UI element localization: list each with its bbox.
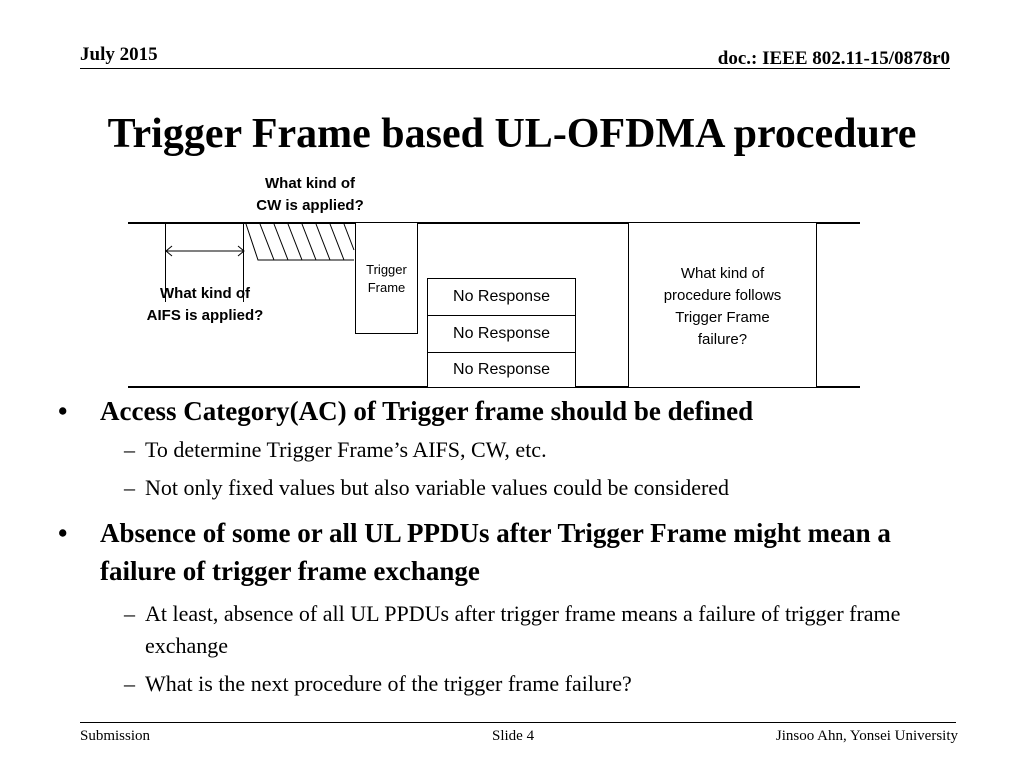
header-date: July 2015: [80, 44, 158, 65]
aifs-question-line-2: AIFS is applied?: [146, 307, 264, 324]
cw-question-line-2: CW is applied?: [256, 197, 364, 214]
trigger-frame-box: Trigger Frame: [355, 222, 418, 334]
aifs-question-label: What kind of AIFS is applied?: [120, 283, 290, 327]
failure-question-line-2: procedure follows: [663, 287, 782, 304]
cw-question-line-1: What kind of: [265, 175, 355, 192]
timeline-top-line: [128, 222, 860, 224]
aifs-end-marker: [243, 224, 244, 302]
sub-bullet-item-2-2: – What is the next procedure of the trig…: [58, 668, 958, 700]
bullet-item-2: • Absence of some or all UL PPDUs after …: [58, 514, 958, 590]
footer-divider: [80, 722, 956, 723]
footer-slide-number: Slide 4: [492, 728, 535, 744]
no-response-box-1: No Response: [427, 278, 576, 316]
failure-question-line-4: failure?: [697, 331, 748, 348]
bullet-list: • Access Category(AC) of Trigger frame s…: [58, 392, 958, 706]
sub-bullet-dash: –: [124, 437, 135, 462]
header-divider: [80, 68, 950, 69]
bullet-text: Access Category(AC) of Trigger frame sho…: [100, 396, 754, 426]
aifs-question-line-1: What kind of: [160, 285, 250, 302]
slide-title: Trigger Frame based UL-OFDMA procedure: [107, 111, 917, 157]
trigger-frame-line-2: Frame: [367, 280, 406, 295]
sub-bullet-dash: –: [124, 601, 135, 626]
aifs-start-marker: [165, 224, 166, 302]
cw-backoff-hatch: [245, 223, 355, 261]
no-response-box-3: No Response: [427, 352, 576, 388]
cw-question-label: What kind of CW is applied?: [220, 173, 400, 217]
sub-bullet-item-1-1: – To determine Trigger Frame’s AIFS, CW,…: [58, 434, 958, 466]
failure-question-line-1: What kind of: [680, 265, 765, 282]
trigger-frame-label: Trigger Frame: [356, 261, 417, 297]
aifs-arrow: [165, 245, 245, 257]
no-response-box-2: No Response: [427, 315, 576, 353]
sub-bullet-item-2-1: – At least, absence of all UL PPDUs afte…: [58, 598, 958, 662]
sub-bullet-text: What is the next procedure of the trigge…: [145, 671, 632, 696]
procedure-diagram: What kind of CW is applied? What kind of…: [120, 173, 860, 388]
footer-submission: Submission: [80, 728, 151, 744]
sub-bullet-dash: –: [124, 475, 135, 500]
failure-question-line-3: Trigger Frame: [675, 309, 770, 326]
bullet-text: Absence of some or all UL PPDUs after Tr…: [100, 518, 891, 586]
failure-question-label: What kind of procedure follows Trigger F…: [629, 263, 816, 351]
trigger-frame-line-1: Trigger: [366, 262, 407, 277]
bullet-dot: •: [58, 396, 68, 426]
bullet-dot: •: [58, 518, 68, 548]
sub-bullet-text: Not only fixed values but also variable …: [145, 475, 730, 500]
sub-bullet-dash: –: [124, 671, 135, 696]
footer-author: Jinsoo Ahn, Yonsei University: [775, 728, 958, 744]
failure-question-box: What kind of procedure follows Trigger F…: [628, 222, 817, 388]
bullet-item-1: • Access Category(AC) of Trigger frame s…: [58, 392, 958, 430]
sub-bullet-item-1-2: – Not only fixed values but also variabl…: [58, 472, 958, 504]
sub-bullet-text: At least, absence of all UL PPDUs after …: [145, 601, 901, 658]
header-doc-id: doc.: IEEE 802.11-15/0878r0: [717, 48, 950, 69]
sub-bullet-text: To determine Trigger Frame’s AIFS, CW, e…: [145, 437, 547, 462]
